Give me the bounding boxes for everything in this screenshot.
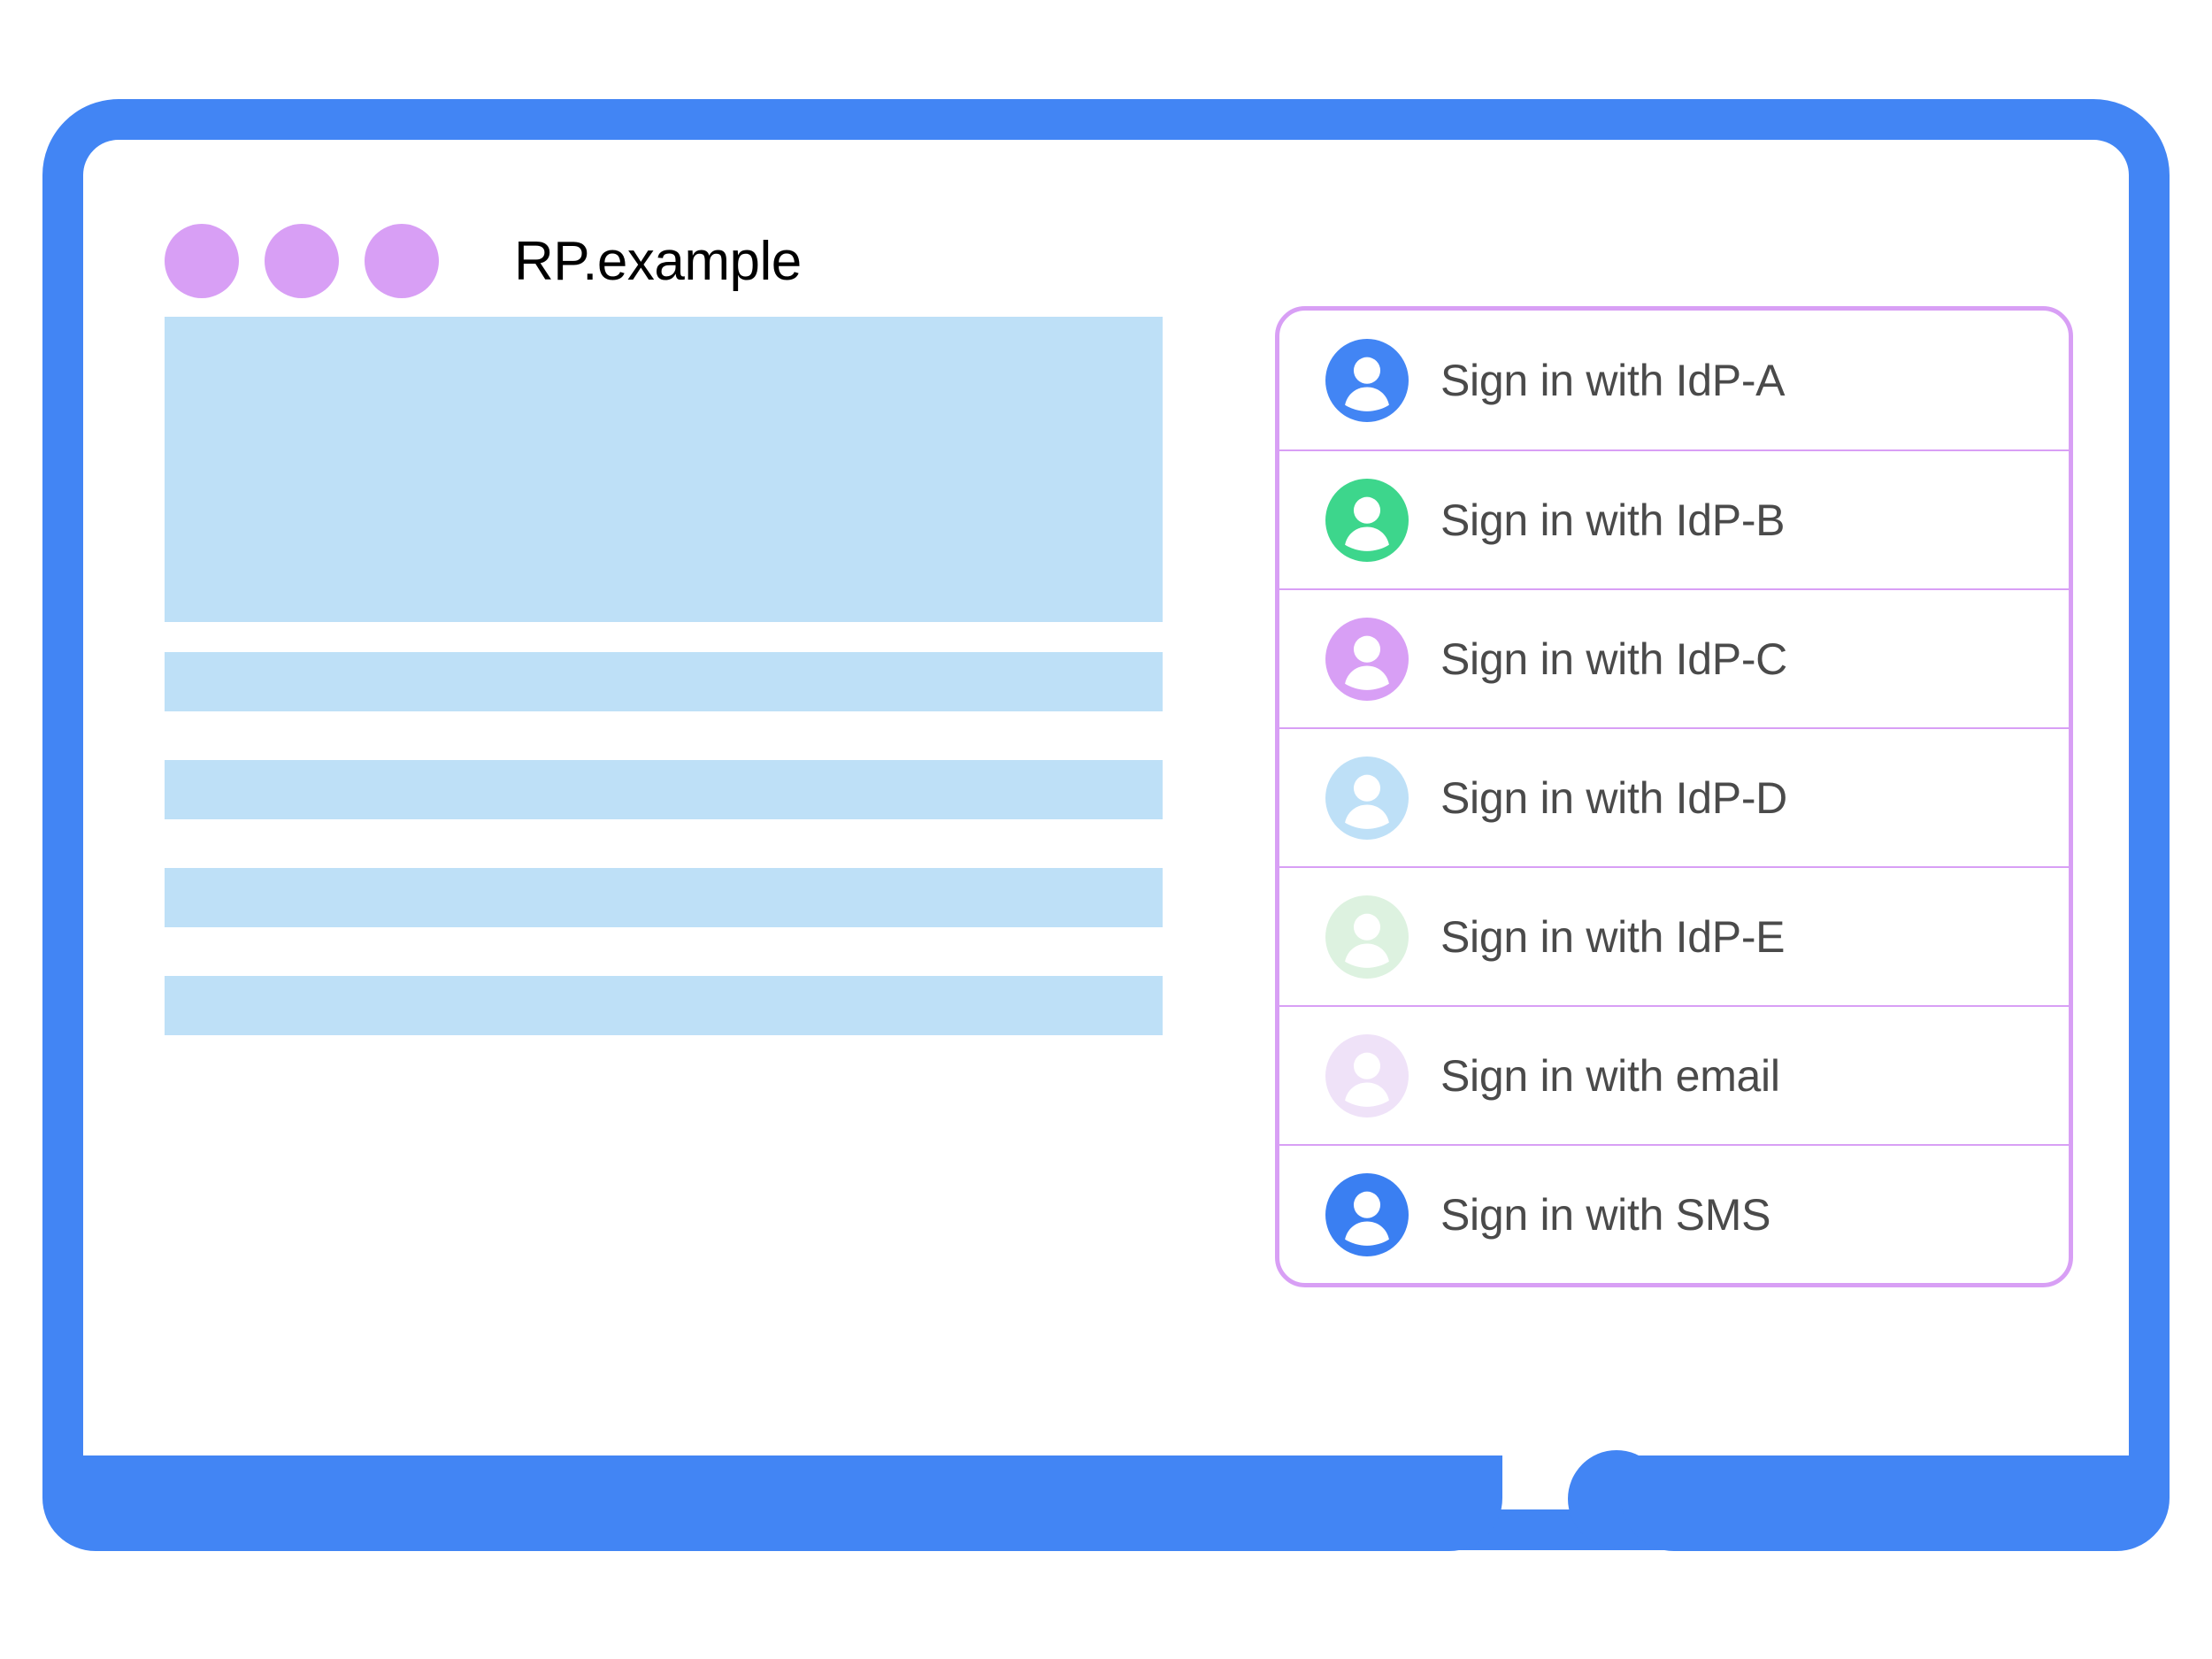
content-placeholder-bar-4 [165,976,1163,1035]
page-title: RP.example [514,230,802,292]
person-avatar-icon [1325,1033,1409,1118]
signin-option-label: Sign in with IdP-C [1440,634,1787,684]
signin-option-label: Sign in with SMS [1440,1189,1771,1240]
content-placeholder-bar-3 [165,868,1163,927]
signin-option-label: Sign in with IdP-E [1440,911,1786,962]
signin-option-label: Sign in with IdP-A [1440,355,1786,405]
person-avatar-icon [1325,478,1409,562]
signin-option-idp-d[interactable]: Sign in with IdP-D [1279,727,2069,866]
signin-option-label: Sign in with email [1440,1050,1780,1101]
signin-option-idp-e[interactable]: Sign in with IdP-E [1279,866,2069,1005]
signin-option-idp-a[interactable]: Sign in with IdP-A [1279,311,2069,449]
window-dot-2-icon[interactable] [265,224,339,298]
content-placeholder-bar-1 [165,652,1163,711]
content-placeholder-bar-2 [165,760,1163,819]
signin-option-sms[interactable]: Sign in with SMS [1279,1144,2069,1283]
signin-option-email[interactable]: Sign in with email [1279,1005,2069,1144]
signin-option-idp-c[interactable]: Sign in with IdP-C [1279,588,2069,727]
signin-option-idp-b[interactable]: Sign in with IdP-B [1279,449,2069,588]
content-placeholder-hero [165,317,1163,622]
window-dot-1-icon[interactable] [165,224,239,298]
person-avatar-icon [1325,895,1409,979]
content-placeholder-region [165,317,1163,1084]
signin-option-label: Sign in with IdP-D [1440,772,1787,823]
person-avatar-icon [1325,338,1409,422]
signin-option-label: Sign in with IdP-B [1440,495,1786,545]
signin-account-chooser-panel: Sign in with IdP-A Sign in with IdP-B Sign… [1275,306,2073,1287]
person-avatar-icon [1325,756,1409,840]
person-avatar-icon [1325,617,1409,701]
window-dot-3-icon[interactable] [365,224,439,298]
browser-title-bar: RP.example [165,212,802,310]
person-avatar-icon [1325,1172,1409,1256]
